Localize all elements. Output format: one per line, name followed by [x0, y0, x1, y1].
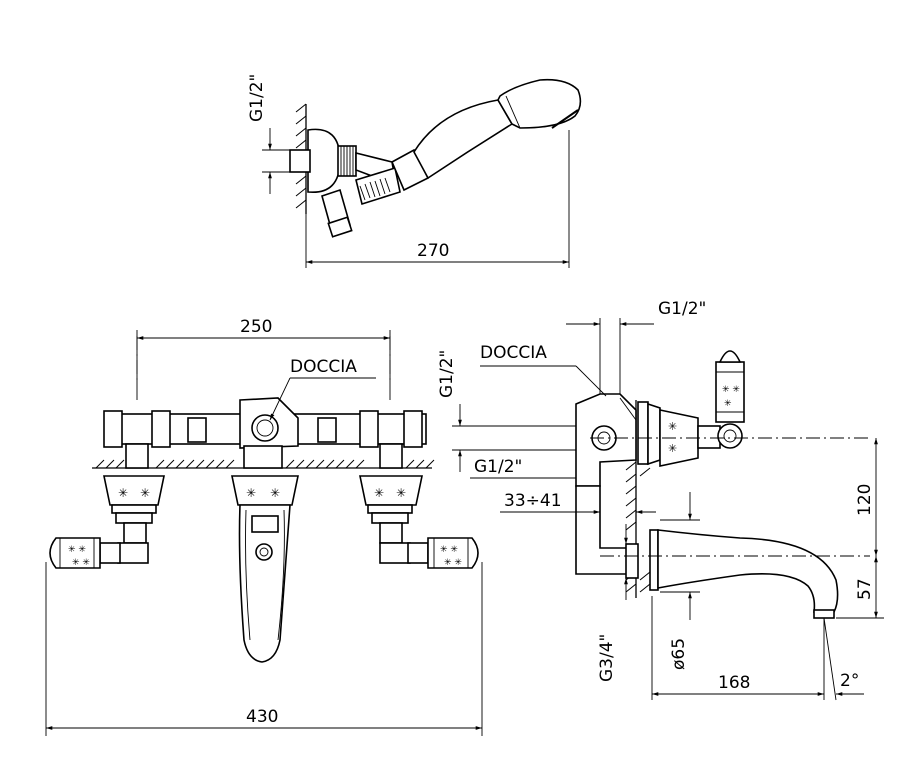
hand-shower-thread-label: G1/2"	[247, 74, 267, 122]
svg-text:✳ ✳: ✳ ✳	[72, 558, 90, 568]
svg-text:✳: ✳	[724, 399, 732, 409]
left-handle: ✳ ✳ ✳ ✳	[49, 537, 121, 569]
side-thread-top-label: G1/2"	[658, 299, 706, 319]
wall-bracket	[307, 128, 341, 193]
hand-shower-view: G1/2" 270	[247, 74, 582, 268]
shower-hose	[355, 166, 401, 206]
spout-height-dimension: 57	[855, 578, 875, 600]
supply-thread-label: G3/4"	[597, 634, 617, 682]
svg-text:✳: ✳	[118, 486, 128, 500]
svg-text:✳ ✳: ✳ ✳	[444, 558, 462, 568]
shower-handle	[413, 99, 514, 180]
wall-connector	[289, 149, 311, 173]
svg-text:✳: ✳	[140, 486, 150, 500]
left-valve: ✳ ✳	[103, 475, 165, 564]
svg-text:✳: ✳	[374, 486, 384, 500]
shower-head	[497, 78, 582, 129]
side-inlet-thread-label: G1/2"	[474, 457, 522, 477]
side-handle: ✳ ✳ ✳	[715, 350, 745, 449]
diverter-outlet	[251, 414, 279, 442]
hand-shower-width-dimension: 270	[417, 241, 449, 261]
front-outlet-label: DOCCIA	[290, 357, 357, 377]
valve-spacing-dimension: 250	[240, 317, 272, 337]
right-handle: ✳ ✳ ✳ ✳	[407, 537, 479, 569]
side-thread-vertical-label: G1/2"	[437, 350, 457, 398]
flange-diameter-label: ø65	[669, 638, 689, 670]
side-valve-rosette	[659, 409, 699, 467]
front-view: ✳ ✳ ✳ ✳ ✳ ✳ ✳ ✳	[45, 317, 483, 736]
svg-text:✳: ✳	[396, 486, 406, 500]
side-outlet-label: DOCCIA	[480, 343, 547, 363]
svg-text:✳ ✳: ✳ ✳	[722, 385, 740, 395]
overall-width-dimension: 430	[246, 707, 278, 727]
svg-text:✳: ✳	[668, 442, 677, 455]
height-dimension: 120	[855, 484, 875, 516]
spout-projection-dimension: 168	[718, 673, 750, 693]
svg-text:✳: ✳	[270, 486, 280, 500]
angle-label: 2°	[840, 671, 859, 691]
svg-text:✳: ✳	[668, 420, 677, 433]
svg-text:✳: ✳	[246, 486, 256, 500]
svg-text:✳ ✳: ✳ ✳	[68, 545, 86, 555]
side-view: ✳ ✳ ✳ ✳ ✳ G1/2" DOCCIA	[437, 299, 884, 701]
svg-text:✳ ✳: ✳ ✳	[440, 545, 458, 555]
spout-side	[657, 529, 839, 613]
wall-range-dimension: 33÷41	[504, 491, 562, 511]
spout-front: ✳ ✳	[231, 475, 299, 663]
